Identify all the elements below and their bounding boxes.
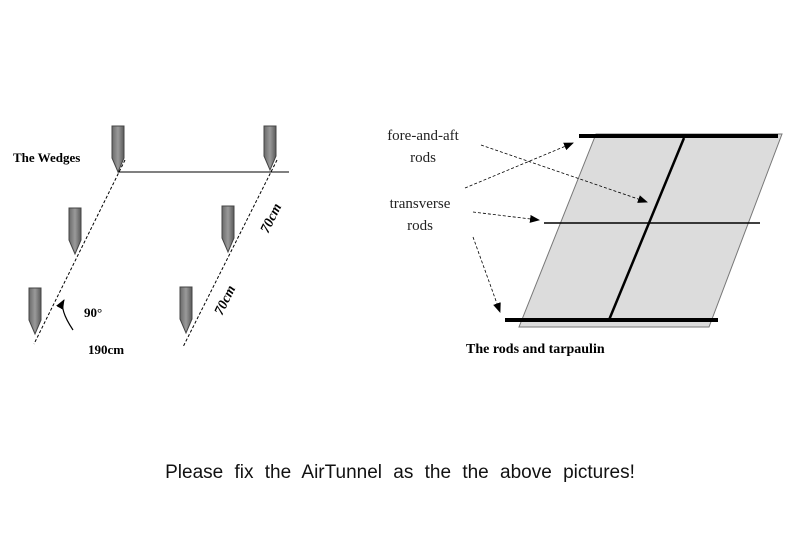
wedge-bottom-right (179, 286, 193, 335)
rods-title: The rods and tarpaulin (466, 342, 605, 357)
arrow-to-bottom-rod (472, 236, 501, 313)
wedges-figure: The Wedges 70cm 70cm 90° 190cm (13, 125, 289, 357)
transverse-label-line2: rods (407, 218, 433, 234)
dimension-label-top: 70cm (258, 201, 285, 236)
fore-aft-label-line1: fore-and-aft (387, 128, 459, 144)
angle-arc-arrow (56, 299, 74, 331)
angle-label: 90° (84, 305, 102, 320)
rods-figure: fore-and-aft rods transverse rods The ro… (387, 128, 783, 357)
wedge-mid-right (221, 205, 235, 254)
instruction-caption: Please fix the AirTunnel as the the abov… (165, 462, 635, 483)
left-guide-line (33, 159, 126, 345)
transverse-rod-diagonal (607, 137, 686, 321)
wedge-mid-left (68, 207, 82, 256)
tarpaulin (518, 133, 783, 328)
dimension-label-bottom: 70cm (212, 283, 239, 318)
wedge-bottom-left (28, 287, 42, 336)
width-label: 190cm (88, 342, 124, 357)
transverse-label-line1: transverse (390, 196, 451, 212)
wedge-top-right (263, 125, 277, 172)
arrow-to-horizontal-rod (472, 211, 540, 223)
arrow-to-top-rod (464, 142, 574, 189)
right-guide-line (182, 159, 278, 348)
wedge-top-left (111, 125, 125, 174)
arrow-to-diagonal-rod (480, 144, 648, 203)
wedges-title: The Wedges (13, 150, 80, 165)
fore-aft-label-line2: rods (410, 150, 436, 166)
